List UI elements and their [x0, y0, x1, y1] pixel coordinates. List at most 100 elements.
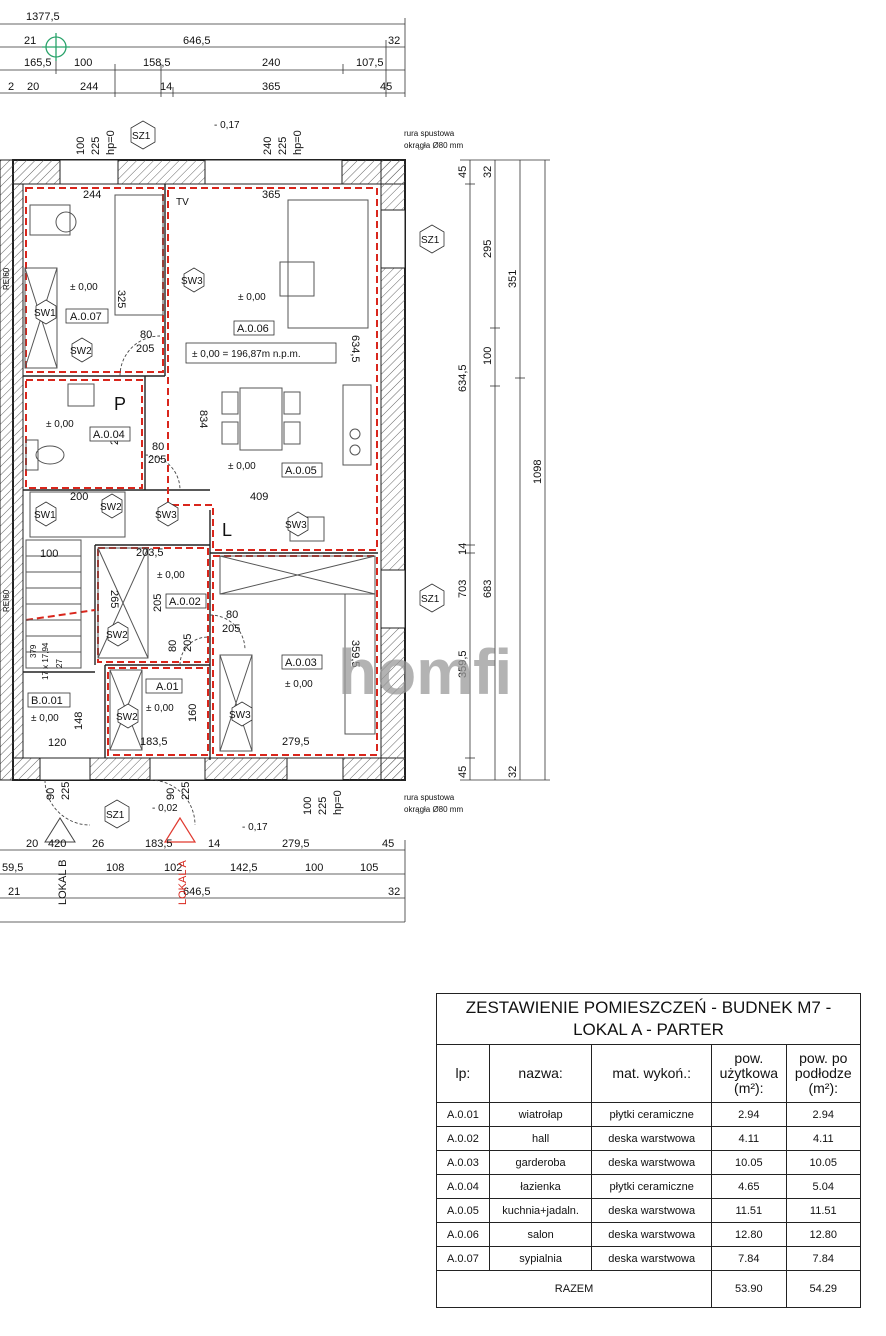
- svg-text:SW1: SW1: [34, 510, 56, 521]
- dim-text: 14: [208, 838, 220, 850]
- dim-text: 32: [507, 766, 519, 778]
- room-level: ± 0,00: [157, 570, 185, 581]
- cell-pod: 4.11: [785, 1126, 862, 1151]
- dim-text: 295: [482, 240, 494, 258]
- dim-text: 634,5: [457, 364, 469, 392]
- cell-mat: deska warstwowa: [591, 1222, 713, 1247]
- dim-text: 420: [48, 838, 66, 850]
- room-level: ± 0,00: [146, 703, 174, 714]
- svg-text:SZ1: SZ1: [421, 594, 440, 605]
- svg-text:240: 240: [262, 137, 274, 155]
- wall-type-tags: SW1 SW2 SW3 SW1 SW2 SW3 SW3 SW2 SW2 SW3 …: [34, 120, 445, 829]
- sz-tag: SZ1: [419, 583, 445, 613]
- svg-text:148: 148: [73, 712, 85, 730]
- dim-text: 32: [482, 166, 494, 178]
- dim-text: 703: [457, 580, 469, 598]
- svg-text:80: 80: [152, 441, 164, 453]
- svg-text:244: 244: [83, 189, 101, 201]
- cell-nazwa: salon: [488, 1222, 593, 1247]
- svg-text:SW3: SW3: [181, 276, 203, 287]
- cell-lp: A.0.07: [436, 1246, 490, 1271]
- svg-text:L: L: [222, 520, 232, 540]
- cell-lp: A.0.02: [436, 1126, 490, 1151]
- svg-text:- 0,02: - 0,02: [152, 803, 178, 814]
- svg-text:205: 205: [182, 634, 194, 652]
- svg-text:225: 225: [180, 782, 192, 800]
- room-level: ± 0,00: [285, 679, 313, 690]
- top-dimension-texts: 1377,5 21 646,5 32 165,5 100 158,5 240 1…: [8, 11, 400, 93]
- dim-text: 279,5: [282, 838, 310, 850]
- svg-text:279,5: 279,5: [282, 736, 310, 748]
- dim-text: 683: [482, 580, 494, 598]
- svg-text:325: 325: [115, 290, 127, 308]
- cell-lp: A.0.01: [436, 1102, 490, 1127]
- window-dimensions: 100 225 hp=0 240 225 hp=0 90 225 90 225 …: [45, 130, 344, 815]
- north-arrow-icon: [42, 33, 70, 61]
- sw-tag: SW2: [100, 493, 123, 519]
- svg-text:SW2: SW2: [116, 712, 138, 723]
- bottom-dimension-chains: [0, 840, 406, 923]
- sw-tag: SW2: [106, 621, 129, 647]
- cell-pow: 12.80: [711, 1222, 787, 1247]
- svg-text:205: 205: [148, 454, 166, 466]
- dim-text: 32: [388, 35, 400, 47]
- room-id: A.0.07: [70, 311, 102, 323]
- svg-text:hp=0: hp=0: [105, 130, 117, 155]
- room-labels: A.0.07 ± 0,00 A.0.06 ± 0,00 A.0.05 ± 0,0…: [27, 282, 337, 724]
- sz-tag: SZ1: [130, 120, 156, 150]
- cell-pod: 12.80: [785, 1222, 862, 1247]
- bed: [114, 194, 164, 316]
- room-id: A.01: [156, 681, 179, 693]
- svg-text:409: 409: [250, 491, 268, 503]
- room-level: ± 0,00: [228, 461, 256, 472]
- dim-text: 165,5: [24, 57, 52, 69]
- toilet: [35, 445, 65, 465]
- dim-text: 365: [262, 81, 280, 93]
- svg-text:100: 100: [75, 137, 87, 155]
- svg-text:rura spustowa: rura spustowa: [404, 793, 455, 802]
- plan-notes: P L TV - 0,17 - 0,17 - 0,02 rura spustow…: [2, 120, 463, 833]
- col-header-usable-area: pow.użytkowa(m²):: [711, 1044, 787, 1103]
- svg-text:- 0,17: - 0,17: [242, 822, 268, 833]
- sw-tag: SW1: [34, 501, 57, 527]
- cell-pod: 11.51: [785, 1198, 862, 1223]
- sw-tag: SW3: [285, 511, 309, 537]
- svg-text:SW2: SW2: [70, 346, 92, 357]
- dim-text: 100: [305, 862, 323, 874]
- sw-tag: SW3: [155, 501, 179, 527]
- svg-text:203,5: 203,5: [136, 547, 164, 559]
- dim-text: 158,5: [143, 57, 171, 69]
- bottom-dimension-texts: 20 420 26 183,5 14 279,5 45 59,5 108 102…: [2, 838, 400, 905]
- svg-text:SZ1: SZ1: [106, 810, 125, 821]
- door-swings: [44, 335, 246, 826]
- sw-tag: SW3: [181, 267, 205, 293]
- right-dimension-texts: 45 634,5 14 703 359,5 45 32 295 100 683 …: [457, 166, 544, 778]
- sink: [67, 383, 95, 407]
- total-usable-area: 53.90: [711, 1270, 787, 1308]
- dim-overall: 1377,5: [26, 11, 60, 23]
- svg-text:160: 160: [187, 704, 199, 722]
- sw-tag: SW2: [116, 703, 139, 729]
- svg-text:225: 225: [90, 137, 102, 155]
- svg-text:379: 379: [29, 644, 38, 658]
- svg-text:SW3: SW3: [285, 520, 307, 531]
- kitchen-counter: [342, 384, 372, 466]
- top-dimension-chains: [0, 18, 406, 97]
- svg-text:225: 225: [60, 782, 72, 800]
- wardrobe: [219, 555, 376, 595]
- cell-pow: 7.84: [711, 1246, 787, 1271]
- room-id: A.0.03: [285, 657, 317, 669]
- svg-text:SW2: SW2: [106, 630, 128, 641]
- dim-text: 21: [8, 886, 20, 898]
- room-level: ± 0,00: [31, 713, 59, 724]
- col-header-material: mat. wykoń.:: [591, 1044, 713, 1103]
- total-floor-area: 54.29: [785, 1270, 862, 1308]
- dim-text: 45: [380, 81, 392, 93]
- schedule-table: ZESTAWIENIE POMIESZCZEŃ - BUDNEK M7 -LOK…: [435, 993, 862, 1308]
- dim-text: 107,5: [356, 57, 384, 69]
- dim-text: 32: [388, 886, 400, 898]
- sz-tag: SZ1: [419, 224, 445, 254]
